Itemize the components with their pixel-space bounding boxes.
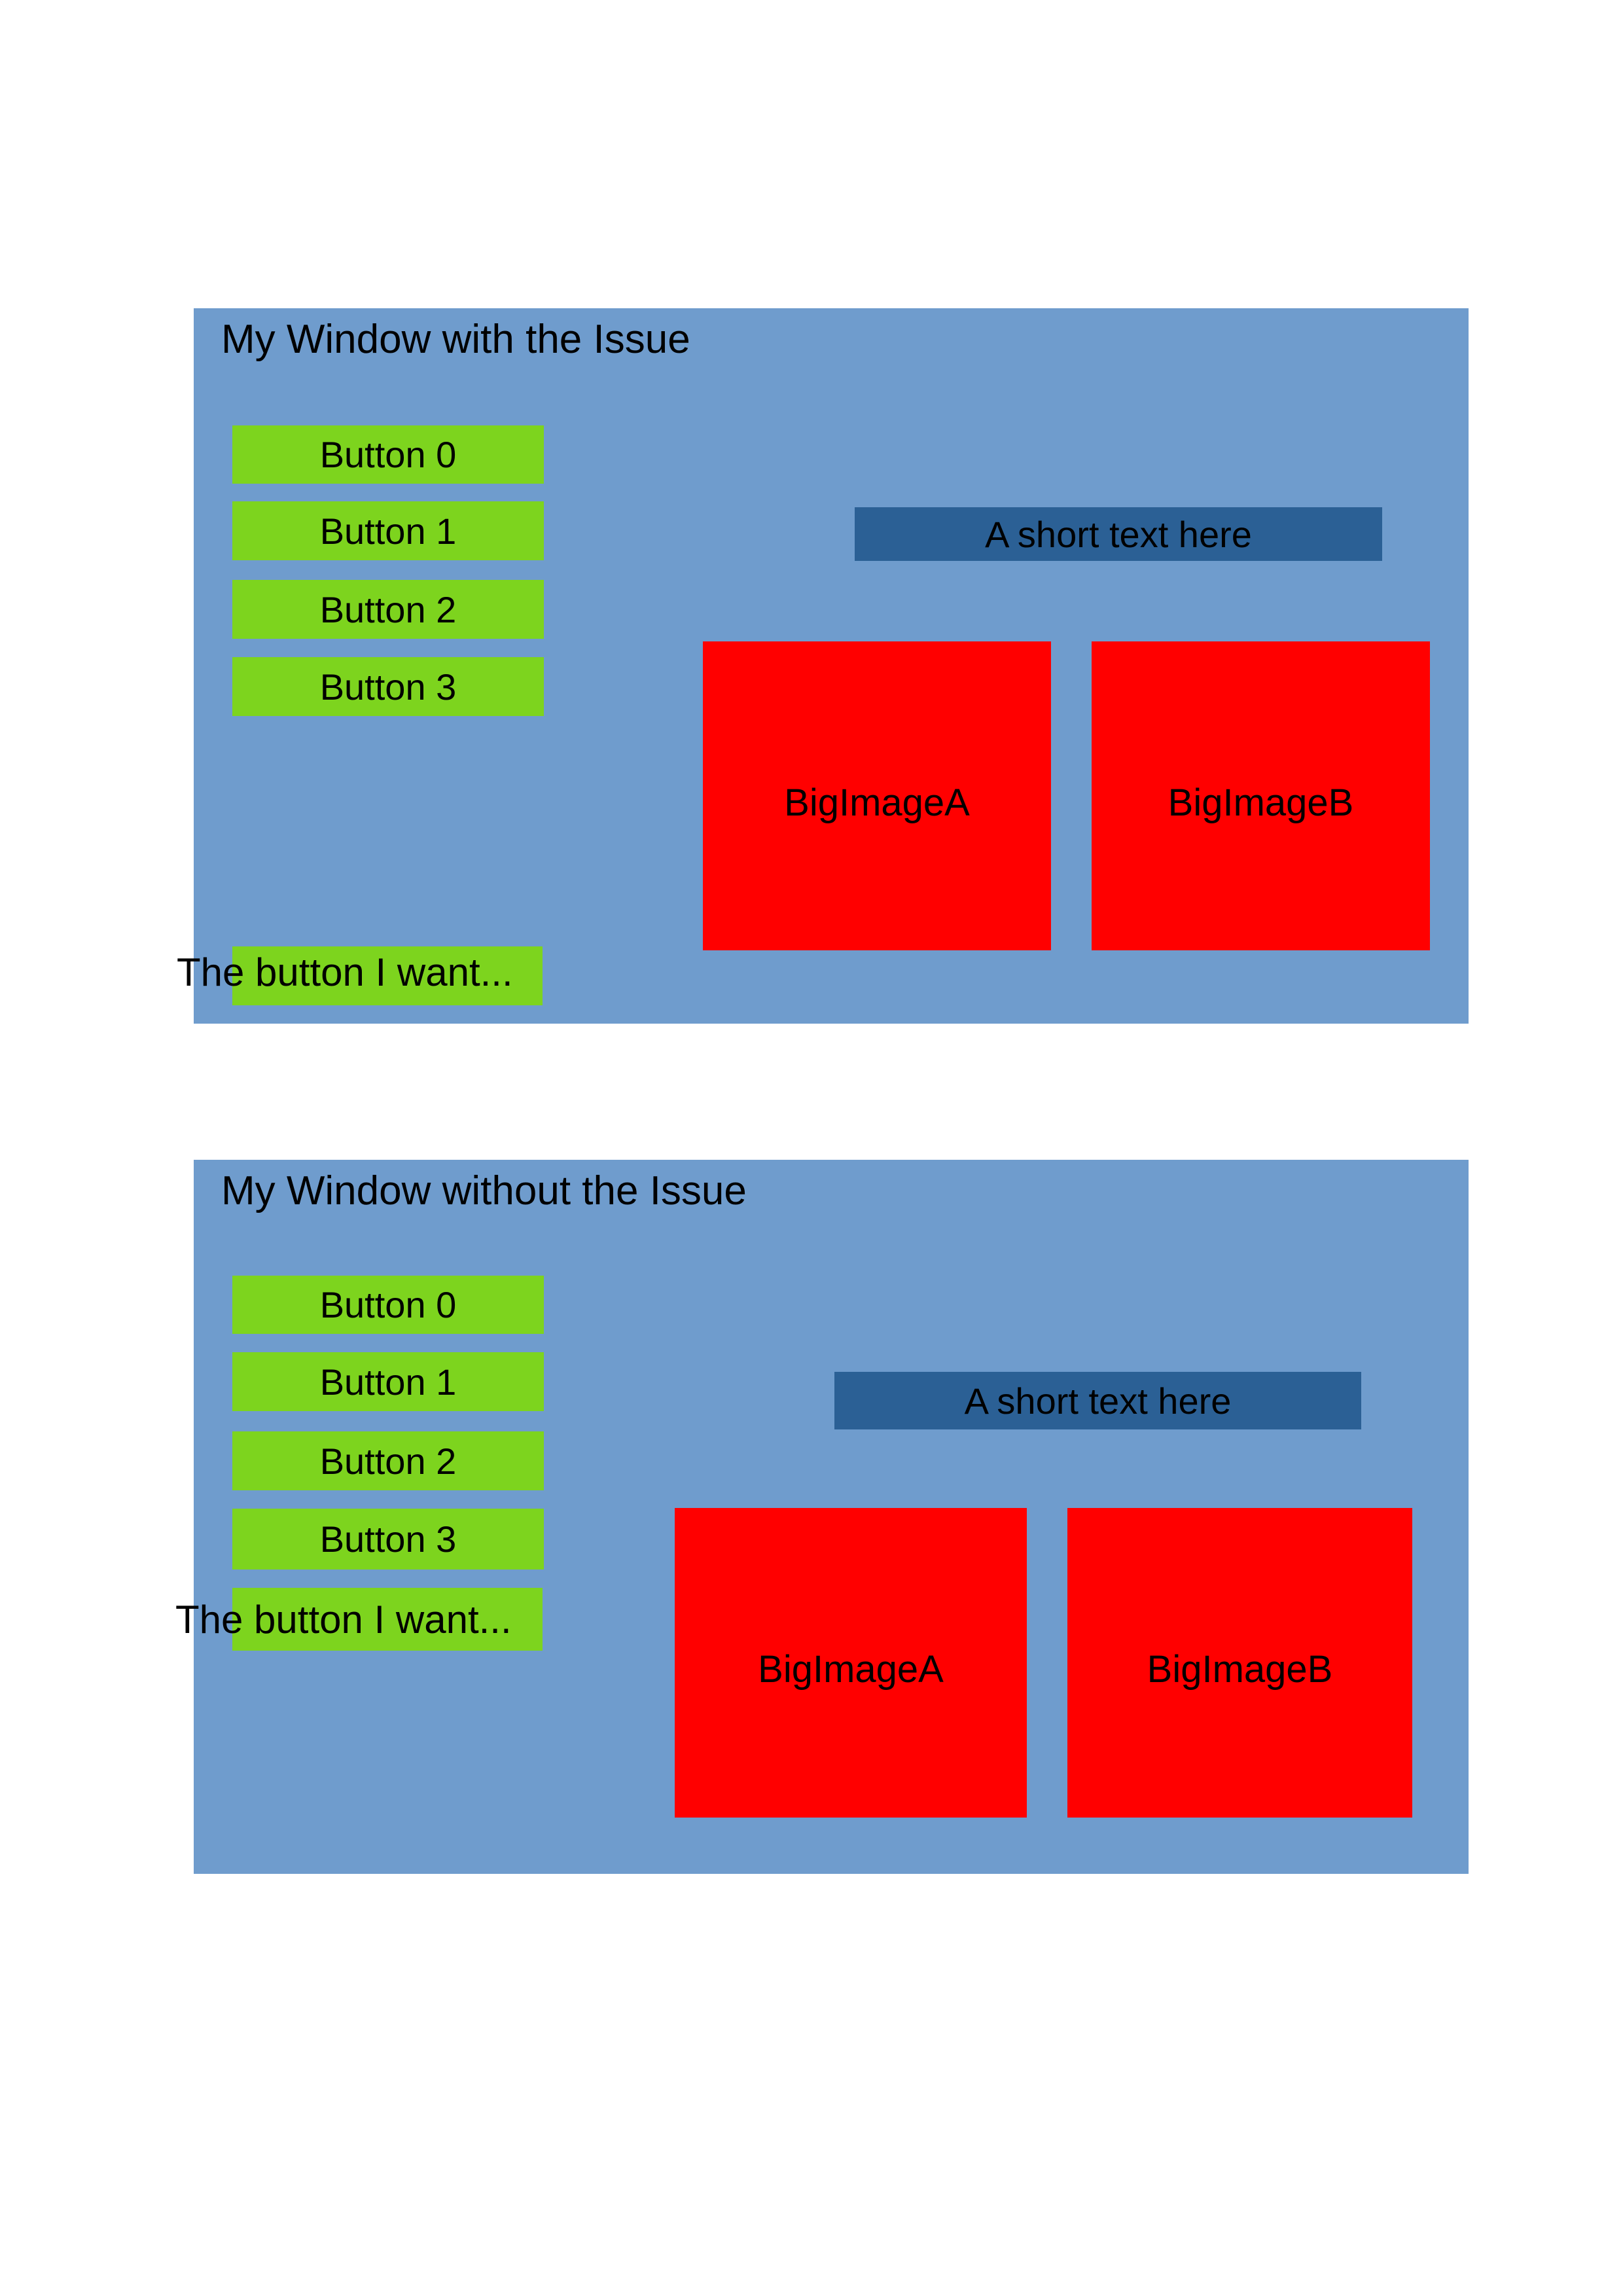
window-without-issue: My Window without the Issue Button 0 But… (175, 1160, 1469, 1874)
wanted-button-label: The button I want... (177, 950, 513, 994)
big-image-b: BigImageB (1067, 1508, 1412, 1818)
window-title: My Window without the Issue (221, 1168, 747, 1213)
short-text-label: A short text here (834, 1372, 1361, 1429)
short-text-label: A short text here (855, 507, 1382, 561)
button-0[interactable]: Button 0 (232, 425, 544, 484)
big-image-a: BigImageA (703, 641, 1051, 950)
window-with-issue: My Window with the Issue Button 0 Button… (177, 308, 1469, 1024)
big-image-b: BigImageB (1092, 641, 1430, 950)
button-2[interactable]: Button 2 (232, 1431, 544, 1490)
button-2[interactable]: Button 2 (232, 580, 544, 639)
button-1[interactable]: Button 1 (232, 1352, 544, 1411)
window-title: My Window with the Issue (221, 317, 690, 362)
big-image-a: BigImageA (675, 1508, 1027, 1818)
button-3[interactable]: Button 3 (232, 1509, 544, 1570)
button-1[interactable]: Button 1 (232, 501, 544, 560)
button-0[interactable]: Button 0 (232, 1276, 544, 1334)
wanted-button[interactable] (232, 1588, 543, 1651)
wanted-button[interactable] (232, 946, 543, 1005)
wanted-button-label: The button I want... (175, 1598, 512, 1641)
button-3[interactable]: Button 3 (232, 657, 544, 716)
